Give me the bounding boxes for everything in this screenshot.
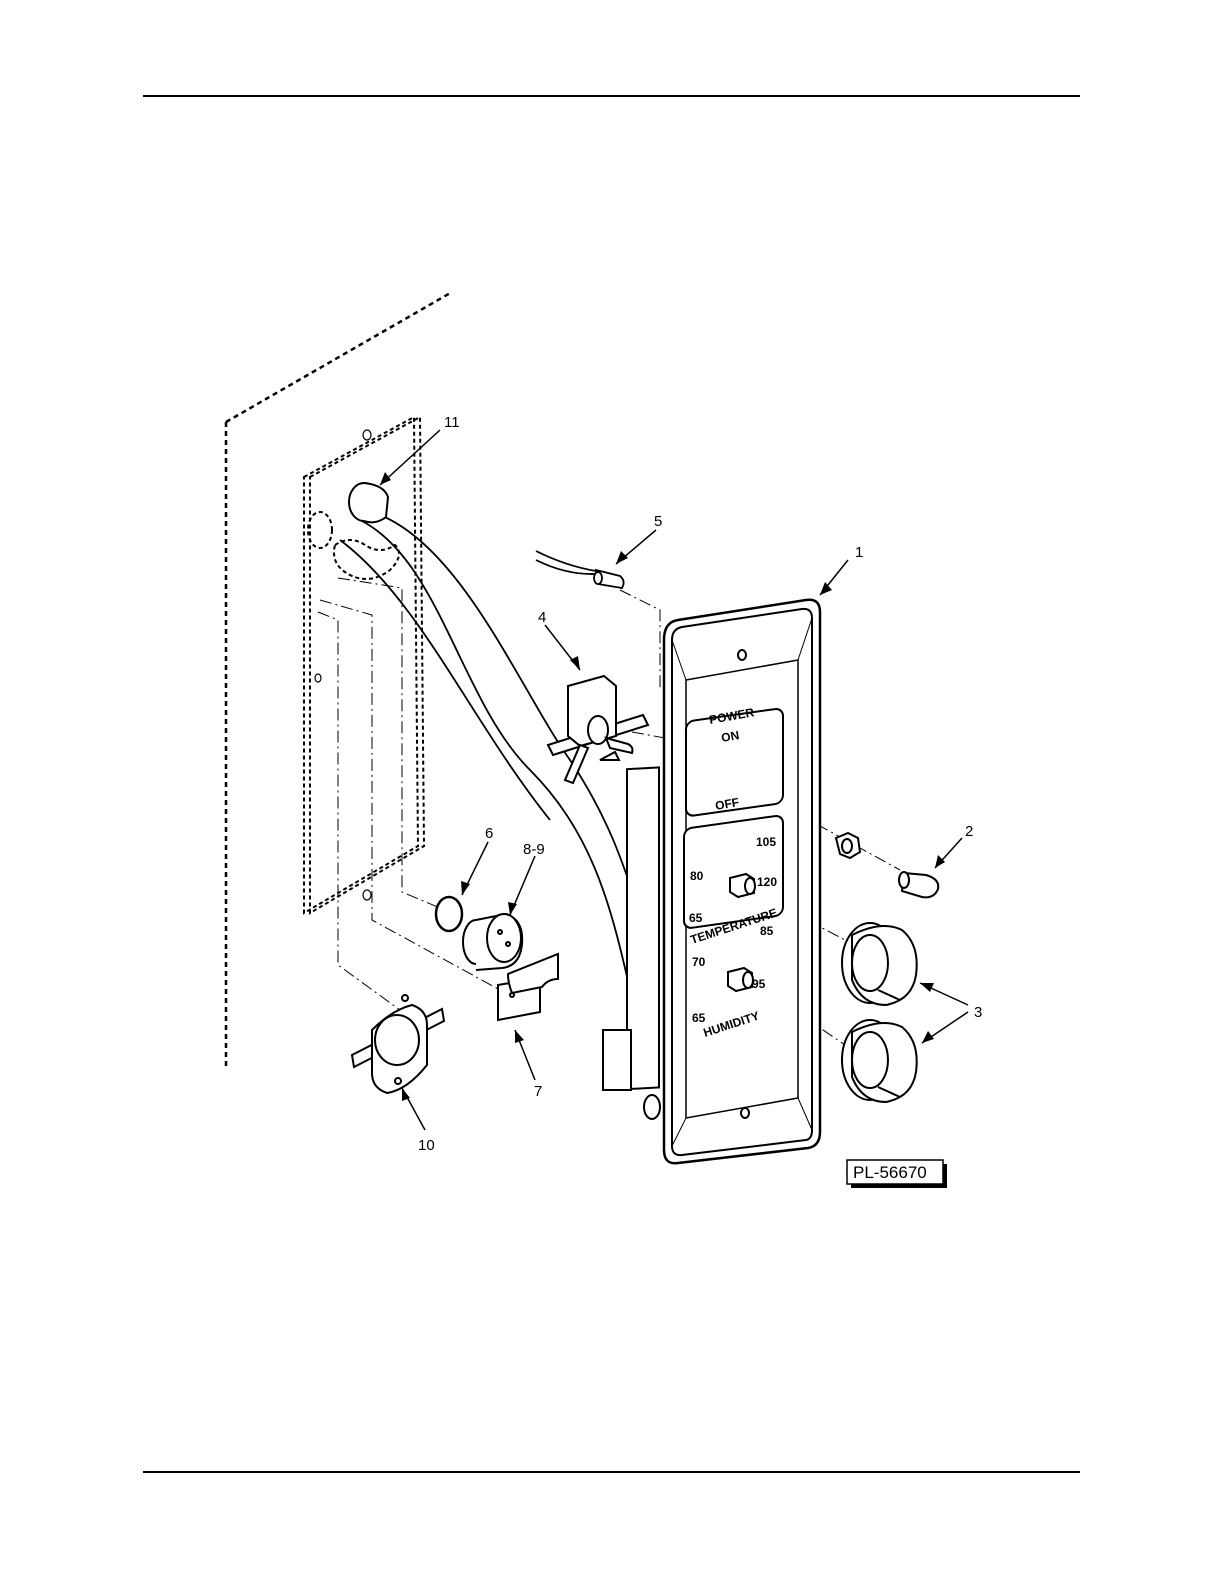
callout-10: 10 — [418, 1137, 435, 1154]
callout-2: 2 — [965, 823, 973, 840]
callout-arrowheads — [380, 472, 945, 1101]
callout-1: 1 — [855, 544, 863, 561]
hum-95-label: 95 — [752, 977, 766, 991]
callout-4: 4 — [538, 609, 546, 626]
thermostat-disc — [352, 995, 444, 1093]
callout-6: 6 — [485, 825, 493, 842]
callout-11: 11 — [444, 414, 460, 431]
sensing-bulb — [349, 483, 388, 522]
toggle-switch — [548, 676, 648, 783]
control-knobs — [842, 923, 917, 1102]
o-ring — [436, 897, 462, 931]
figure-id: PL-56670 — [853, 1163, 927, 1182]
temp-120-label: 120 — [757, 875, 777, 889]
indicator-lamp — [836, 833, 938, 897]
callout-3: 3 — [974, 1004, 982, 1021]
fuse-holder — [463, 914, 522, 970]
hum-85-label: 85 — [760, 924, 774, 938]
callout-8-9: 8-9 — [523, 841, 545, 858]
hum-65-label: 65 — [692, 1011, 706, 1025]
callout-7: 7 — [534, 1083, 542, 1100]
pilot-light-lead — [536, 551, 624, 588]
cabinet-wall — [226, 292, 452, 1068]
temp-65-label: 65 — [689, 911, 703, 925]
temp-80-label: 80 — [690, 869, 704, 883]
control-panel — [603, 600, 820, 1163]
hum-70-label: 70 — [692, 955, 706, 969]
temp-105-label: 105 — [756, 835, 776, 849]
callout-5: 5 — [654, 513, 662, 530]
figure-id-box: PL-56670 — [847, 1160, 947, 1188]
